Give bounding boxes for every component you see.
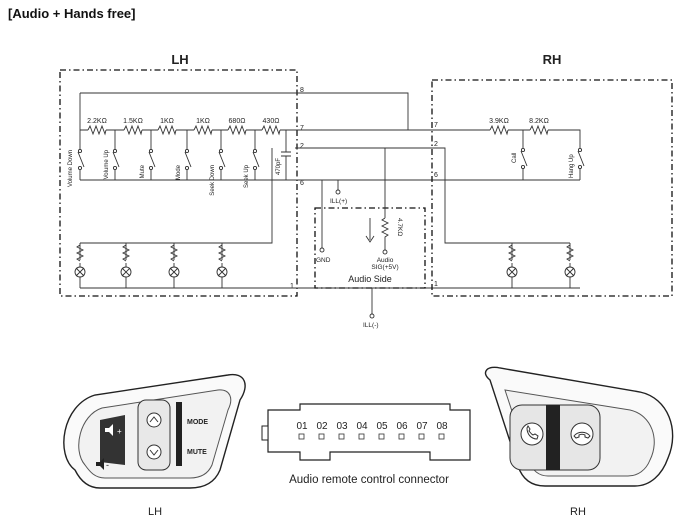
- switch-label: Call: [512, 153, 518, 163]
- rh-pin-label: 1: [434, 281, 438, 288]
- resistor: [193, 124, 213, 136]
- audio-side-box: [314, 207, 426, 289]
- rh-lamp-supply: [435, 147, 571, 260]
- resistor: [261, 124, 281, 136]
- ill-plus-label: ILL(+): [330, 198, 347, 205]
- resistor: [489, 124, 509, 136]
- gnd-terminal: [319, 247, 325, 253]
- seek-down-button[interactable]: [146, 444, 162, 460]
- connector-pin-number: 06: [396, 421, 408, 432]
- switch-label: Volume Up: [104, 149, 110, 179]
- resistor-value: 1KΩ: [196, 118, 210, 125]
- audio-side-label: Audio Side: [348, 274, 392, 284]
- rh-control-caption: RH: [570, 506, 586, 518]
- lh-pin-label: 2: [300, 143, 304, 150]
- resistor-value: 1KΩ: [160, 118, 174, 125]
- ill-minus-label: ILL(-): [363, 322, 379, 329]
- rh-ladder-wire: [435, 129, 581, 148]
- switch-label: Seek Up: [244, 164, 250, 188]
- switch-label: Mute: [140, 164, 146, 178]
- resistor: [227, 124, 247, 136]
- connector-caption: Audio remote control connector: [289, 474, 449, 486]
- rh-switch-leads: [435, 130, 581, 181]
- lh-pin-label: 6: [300, 180, 304, 187]
- lh-control-caption: LH: [148, 506, 162, 518]
- resistor: [157, 124, 177, 136]
- minus-icon: -: [106, 460, 109, 470]
- divider-bar: [176, 402, 182, 466]
- resistor-value: 1.5KΩ: [123, 118, 143, 125]
- ill-plus-terminal: [335, 189, 341, 195]
- seek-up-button[interactable]: [146, 412, 162, 428]
- lh-pin-label: 8: [300, 87, 304, 94]
- switch-label: Volume Down: [68, 150, 74, 187]
- connector-pin-number: 05: [376, 421, 388, 432]
- resistor-value: 3.9KΩ: [489, 118, 509, 125]
- lh-pin-label: 1: [290, 283, 294, 290]
- volume-rocker[interactable]: [100, 415, 125, 465]
- lh-steering-control: MODE MUTE + -: [63, 373, 246, 489]
- connector-pin-number: 01: [296, 421, 308, 432]
- mute-button[interactable]: MUTE: [187, 449, 207, 456]
- audio-sig-label: Audio: [377, 257, 394, 264]
- resistor-value: 2.2KΩ: [87, 118, 107, 125]
- mode-button[interactable]: MODE: [187, 419, 208, 426]
- rh-pin-label: 7: [434, 122, 438, 129]
- rh-pin-label: 6: [434, 172, 438, 179]
- lamp-resistors: [75, 244, 227, 262]
- switch-leads: [79, 130, 256, 180]
- lh-box-label: LH: [171, 52, 188, 67]
- switch-contacts: [77, 148, 260, 171]
- connector-pin-number: 08: [436, 421, 448, 432]
- lh-switch-box: [59, 69, 298, 297]
- page-title: [Audio + Hands free]: [8, 6, 136, 21]
- capacitor-value: 470pF: [276, 158, 282, 175]
- hang-up-icon: [573, 431, 591, 439]
- divider-bar: [546, 405, 560, 470]
- resistor: [123, 124, 143, 136]
- ill-minus-terminal: [369, 313, 375, 319]
- resistor: [529, 124, 549, 136]
- gnd-label: GND: [316, 257, 331, 264]
- switch-label: Mode: [176, 164, 182, 180]
- connector-pin-number: 07: [416, 421, 428, 432]
- chevron-up-icon: [149, 416, 159, 423]
- switch-label: Hang Up: [569, 154, 575, 178]
- resistor-value: 8.2KΩ: [529, 118, 549, 125]
- resistor-value: 430Ω: [263, 118, 280, 125]
- rh-switch-box: [431, 79, 673, 297]
- volume-up-icon: [105, 424, 113, 436]
- connector-pins: [298, 433, 445, 440]
- audio-sig-label: SIG(+5V): [371, 264, 398, 271]
- resistor-value: 680Ω: [229, 118, 246, 125]
- connector-pin-number: 03: [336, 421, 348, 432]
- audio-remote-connector: [261, 403, 471, 461]
- volume-down-icon: [96, 458, 104, 470]
- rh-pin-label: 2: [434, 141, 438, 148]
- pullup-resistor: [380, 148, 390, 250]
- rh-box-label: RH: [543, 52, 562, 67]
- rh-steering-control: [484, 366, 674, 487]
- chevron-down-icon: [149, 449, 159, 456]
- audio-sig-terminal: [382, 249, 388, 255]
- lamp-resistors: [507, 244, 575, 262]
- lamp-icon: [506, 263, 576, 288]
- capacitor: [281, 130, 291, 180]
- resistor: [87, 124, 107, 136]
- phone-icon: [526, 425, 539, 440]
- current-arrow: [365, 218, 375, 243]
- lamp-icon: [74, 263, 228, 288]
- rh-switch-contacts: [520, 147, 585, 170]
- connector-pin-number: 04: [356, 421, 368, 432]
- connector-pin-number: 02: [316, 421, 328, 432]
- pullup-resistor-value: 4.7KΩ: [396, 218, 403, 236]
- lh-pin-label: 7: [300, 125, 304, 132]
- plus-icon: +: [117, 427, 122, 436]
